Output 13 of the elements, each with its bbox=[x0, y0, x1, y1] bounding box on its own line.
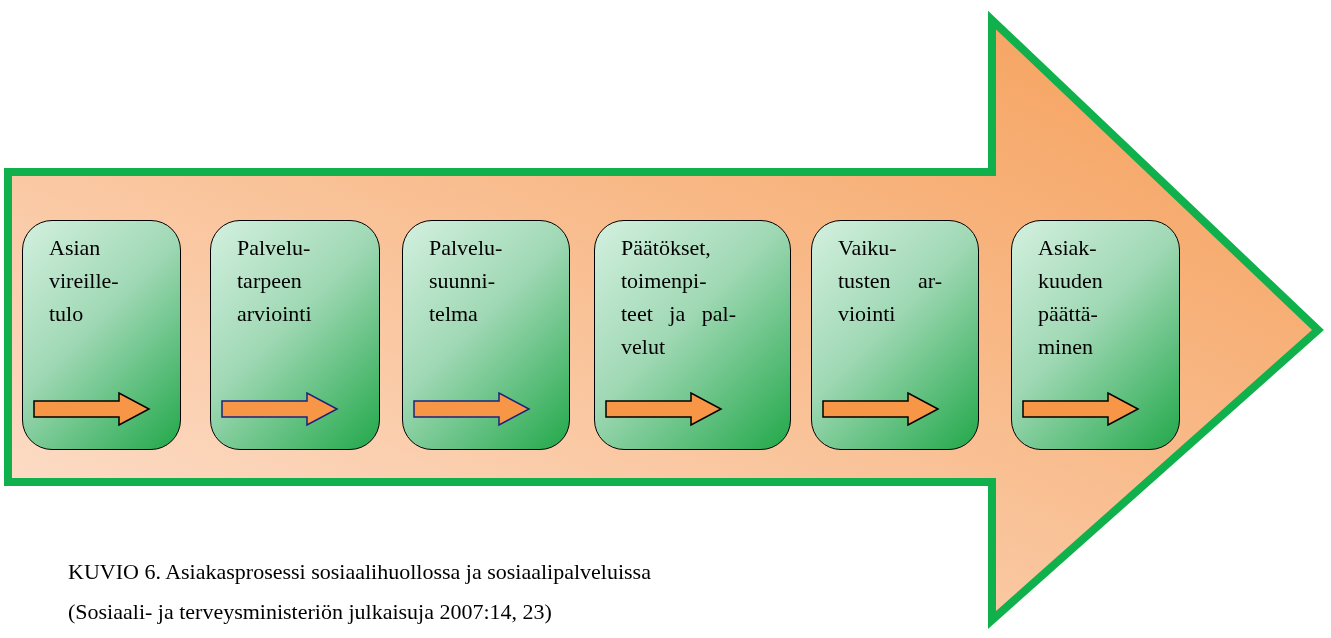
process-box bbox=[402, 220, 570, 450]
process-box bbox=[811, 220, 979, 450]
step-label: Palvelu- tarpeen arviointi bbox=[237, 234, 313, 328]
step-label: Päätökset, toimenpi- teet ja pal- velut bbox=[621, 234, 736, 361]
process-box bbox=[1011, 220, 1180, 450]
process-box bbox=[22, 220, 181, 450]
process-box bbox=[210, 220, 380, 450]
step-label: Palvelu- suunni- telma bbox=[429, 234, 504, 328]
step-label: Vaiku- tusten ar- viointi bbox=[838, 234, 942, 328]
figure-caption: KUVIO 6. Asiakasprosessi sosiaalihuollossa ja sosiaalipalveluissa (Sosiaali- ja terveysministeriön julkaisuja 2007:14, 23) bbox=[68, 558, 652, 626]
process-box bbox=[594, 220, 791, 450]
step-label: Asian vireille- tulo bbox=[49, 234, 120, 328]
step-label: Asiak- kuuden päättä- minen bbox=[1038, 234, 1104, 361]
